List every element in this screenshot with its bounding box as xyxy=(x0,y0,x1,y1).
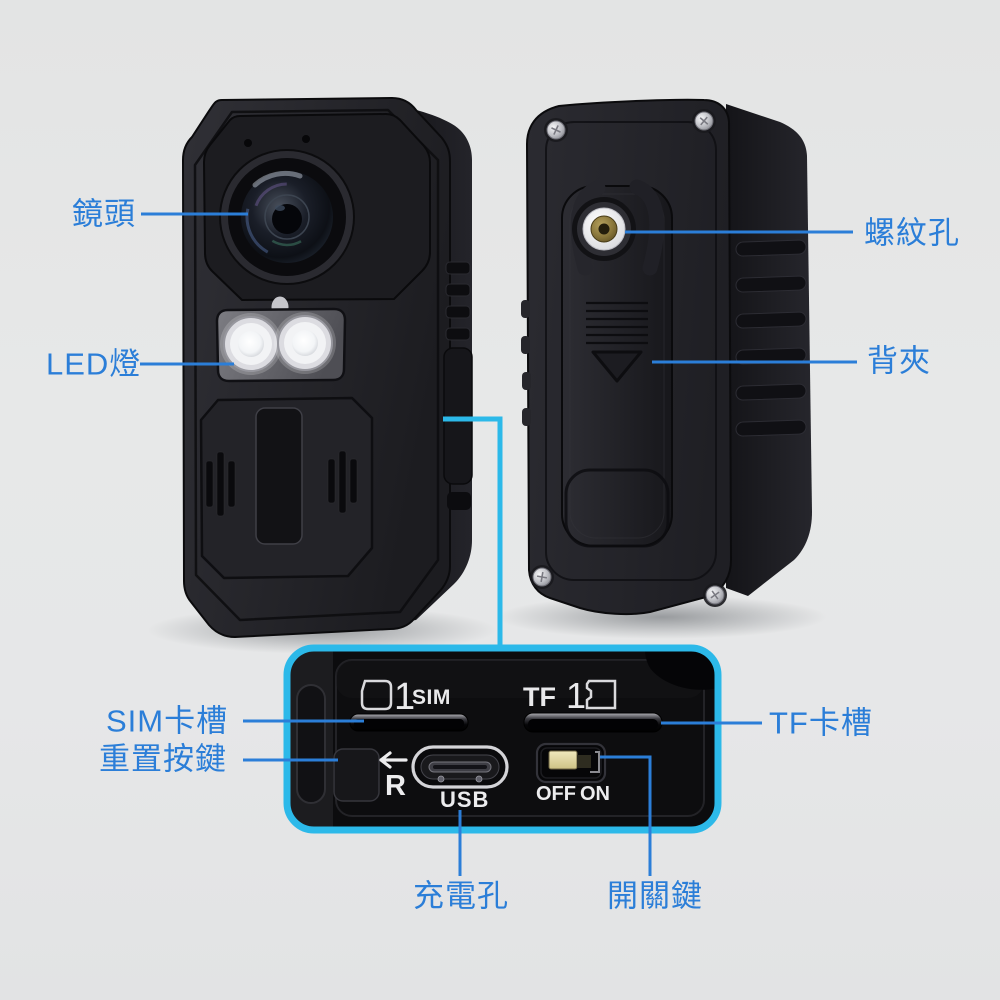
battery-door xyxy=(255,407,303,545)
reset-button-tab[interactable] xyxy=(333,748,380,802)
tripod-screw-hole xyxy=(572,197,636,261)
bottom-panel-callout: 1 SIM TF 1 R xyxy=(283,644,722,834)
tf-text-mark: TF xyxy=(523,682,556,712)
led-lights xyxy=(215,307,347,383)
usb-c-port[interactable] xyxy=(411,745,509,789)
camera-lens xyxy=(219,149,355,285)
panel-connector-line xyxy=(443,416,503,649)
faceplate-screw-left xyxy=(244,139,252,147)
callout-sim-slot: SIM卡槽 xyxy=(106,703,229,739)
callout-reset-button: 重置按鍵 xyxy=(99,741,227,777)
speaker-grille-left xyxy=(205,451,236,517)
usb-text-mark: USB xyxy=(440,787,489,812)
clip-ridges xyxy=(586,301,648,345)
leader-line-power-switch xyxy=(600,755,652,876)
on-text-mark: ON xyxy=(580,783,610,805)
panel-left-recess xyxy=(296,684,326,804)
lower-plate xyxy=(199,396,374,580)
callout-tf-slot: TF卡槽 xyxy=(769,705,873,741)
speaker-grille-right xyxy=(327,450,358,514)
callout-lens: 鏡頭 xyxy=(72,196,136,232)
tf-number-mark: 1 xyxy=(566,675,586,716)
reset-letter-mark: R xyxy=(385,770,406,802)
clip-arrow-mark xyxy=(591,350,643,383)
callout-back-clip: 背夾 xyxy=(867,343,931,379)
front-camera xyxy=(181,96,473,639)
clip-bottom-lip xyxy=(564,468,670,548)
grip-ridges xyxy=(735,239,807,437)
panel-cyan-border xyxy=(283,644,722,834)
microsd-card-icon xyxy=(585,679,617,710)
callout-led-light: LED燈 xyxy=(46,346,142,382)
back-clip xyxy=(561,179,673,548)
off-text-mark: OFF xyxy=(536,783,576,805)
sim-text-mark: SIM xyxy=(412,686,451,709)
clip-hook-right xyxy=(629,179,665,276)
reset-arrow-icon xyxy=(379,751,408,769)
sim-card-slot[interactable] xyxy=(349,713,469,732)
sim-number-mark: 1 xyxy=(394,676,415,718)
side-buttons xyxy=(443,261,473,510)
side-nub xyxy=(447,492,471,510)
tf-card-slot[interactable] xyxy=(523,712,663,733)
faceplate-screw-right xyxy=(302,135,310,143)
back-face-ridge xyxy=(545,121,717,581)
callout-power-switch: 開關鍵 xyxy=(607,878,703,914)
side-bumps xyxy=(521,300,531,426)
callout-screw-hole: 螺紋孔 xyxy=(864,215,960,251)
corner-screws xyxy=(530,109,727,607)
led-left xyxy=(220,313,282,375)
side-door xyxy=(443,347,473,485)
sim-card-icon xyxy=(360,679,393,711)
power-switch[interactable] xyxy=(535,742,607,784)
back-camera xyxy=(521,98,812,616)
callout-charging-port: 充電孔 xyxy=(413,878,509,914)
rubber-flap xyxy=(645,651,715,690)
switch-knob[interactable] xyxy=(548,750,578,770)
led-right xyxy=(274,312,336,374)
